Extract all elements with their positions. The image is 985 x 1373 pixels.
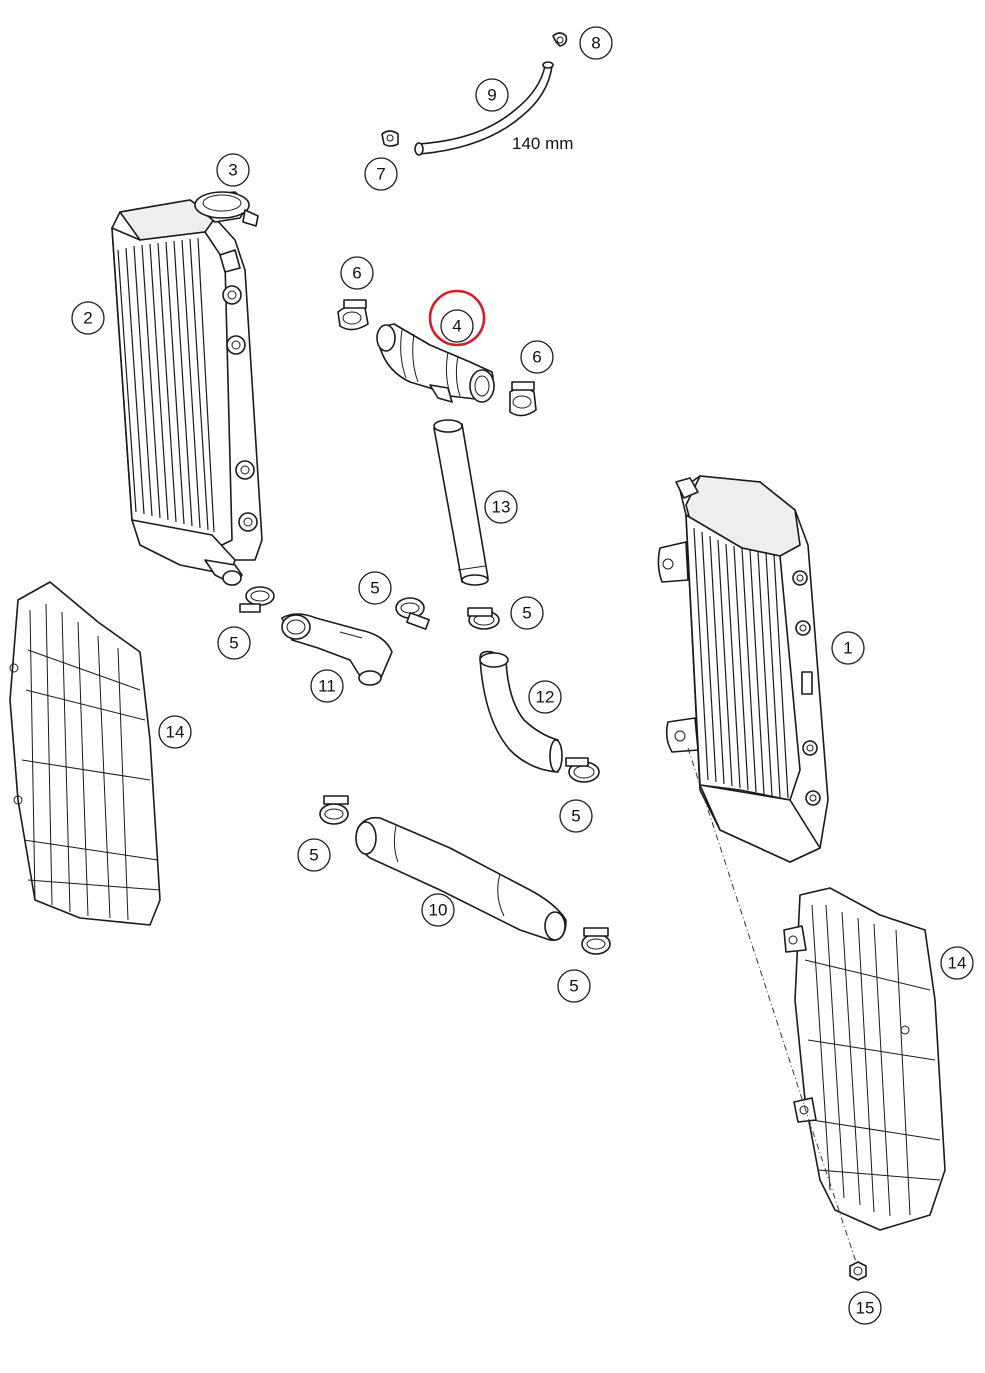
callout-2[interactable]: 2 bbox=[71, 301, 105, 335]
callout-2-label: 2 bbox=[83, 309, 92, 328]
callout-4[interactable]: 4 bbox=[440, 309, 474, 343]
callout-15[interactable]: 15 bbox=[848, 1291, 882, 1325]
callout-5-e[interactable]: 5 bbox=[297, 838, 331, 872]
callout-12-label: 12 bbox=[536, 688, 555, 707]
callout-11-label: 11 bbox=[318, 677, 336, 696]
callout-7[interactable]: 7 bbox=[364, 157, 398, 191]
hose-clamp-part-8[interactable] bbox=[552, 32, 568, 47]
hose-clamp-part-5-c[interactable] bbox=[467, 607, 500, 630]
hose-clamp-part-5-d[interactable] bbox=[565, 757, 600, 783]
callout-1[interactable]: 1 bbox=[831, 631, 865, 665]
coolant-y-piece-part-4[interactable] bbox=[376, 323, 495, 403]
callout-11[interactable]: 11 bbox=[310, 669, 344, 703]
left-radiator-part-2[interactable] bbox=[111, 191, 263, 586]
callout-5-a[interactable]: 5 bbox=[217, 626, 251, 660]
callout-14-left[interactable]: 14 bbox=[158, 715, 192, 749]
callout-7-label: 7 bbox=[376, 165, 385, 184]
callout-5-b[interactable]: 5 bbox=[358, 571, 392, 605]
callout-10[interactable]: 10 bbox=[421, 893, 455, 927]
callout-6-a[interactable]: 6 bbox=[340, 256, 374, 290]
hose-clamp-part-6-right[interactable] bbox=[509, 381, 537, 417]
callout-5-f-label: 5 bbox=[569, 977, 578, 996]
left-shroud-part-14-left[interactable] bbox=[9, 581, 161, 926]
callout-3[interactable]: 3 bbox=[216, 153, 250, 187]
hose-clamp-part-6-left[interactable] bbox=[337, 299, 369, 331]
hose-clamp-part-5-a[interactable] bbox=[239, 586, 275, 613]
hose-part-10[interactable] bbox=[355, 816, 567, 941]
callout-6-b[interactable]: 6 bbox=[520, 340, 554, 374]
right-radiator-part-1[interactable] bbox=[657, 475, 829, 863]
hose-part-12[interactable] bbox=[479, 650, 563, 773]
callout-6-b-label: 6 bbox=[532, 348, 541, 367]
callout-6-a-label: 6 bbox=[352, 264, 361, 283]
radiator-cap-part-3[interactable] bbox=[194, 191, 259, 227]
callout-8[interactable]: 8 bbox=[579, 26, 613, 60]
bolt-alignment-line bbox=[687, 747, 859, 1269]
callout-5-a-label: 5 bbox=[229, 634, 238, 653]
right-shroud-part-14-right[interactable] bbox=[783, 887, 946, 1231]
callout-14-left-label: 14 bbox=[166, 723, 185, 742]
callout-9[interactable]: 9 bbox=[475, 78, 509, 112]
dimension-label-140mm: 140 mm bbox=[512, 134, 573, 153]
callout-9-label: 9 bbox=[487, 86, 496, 105]
hose-clamp-part-5-e[interactable] bbox=[319, 795, 349, 825]
highlight-ring-part-4 bbox=[428, 289, 486, 347]
callout-13-label: 13 bbox=[492, 498, 511, 517]
callout-14-right[interactable]: 14 bbox=[940, 946, 974, 980]
callout-14-right-label: 14 bbox=[948, 954, 967, 973]
hose-clamp-part-5-b[interactable] bbox=[395, 597, 430, 630]
callout-12[interactable]: 12 bbox=[528, 680, 562, 714]
callout-5-e-label: 5 bbox=[309, 846, 318, 865]
overflow-hose-part-9[interactable] bbox=[414, 61, 554, 156]
hose-part-11[interactable] bbox=[281, 613, 393, 686]
callout-5-d[interactable]: 5 bbox=[559, 799, 593, 833]
bolt-part-15[interactable] bbox=[849, 1261, 867, 1281]
hose-clamp-part-7[interactable] bbox=[381, 130, 399, 147]
callout-4-label: 4 bbox=[452, 317, 461, 336]
callout-5-b-label: 5 bbox=[370, 579, 379, 598]
callout-5-d-label: 5 bbox=[571, 807, 580, 826]
callout-13[interactable]: 13 bbox=[484, 490, 518, 524]
callout-8-label: 8 bbox=[591, 34, 600, 53]
hose-clamp-part-5-f[interactable] bbox=[581, 927, 611, 955]
callout-15-label: 15 bbox=[856, 1299, 875, 1318]
hose-part-13[interactable] bbox=[433, 419, 489, 586]
callout-1-label: 1 bbox=[843, 639, 852, 658]
callout-5-c[interactable]: 5 bbox=[510, 596, 544, 630]
callout-3-label: 3 bbox=[228, 161, 237, 180]
callout-5-f[interactable]: 5 bbox=[557, 969, 591, 1003]
callout-5-c-label: 5 bbox=[522, 604, 531, 623]
callout-10-label: 10 bbox=[429, 901, 448, 920]
